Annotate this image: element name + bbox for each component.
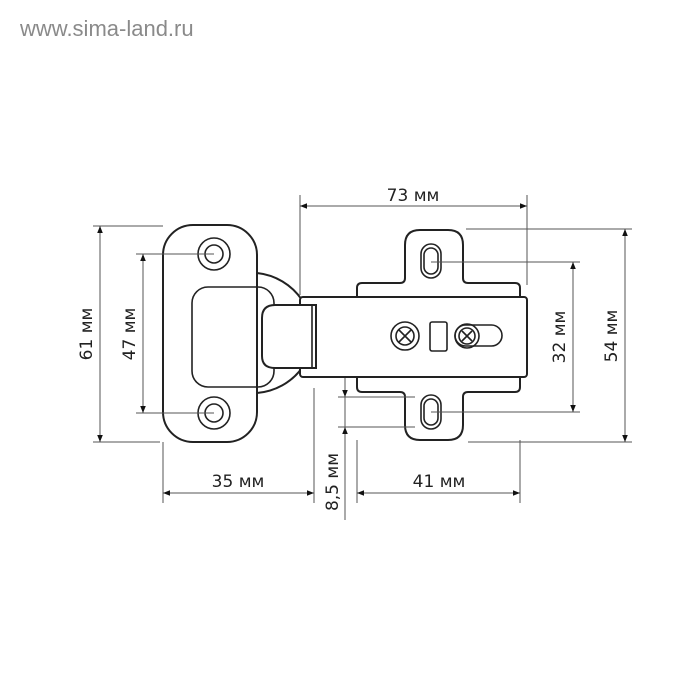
screw-icon [390,321,420,351]
arm-neck [261,304,317,369]
dim-61: 61 мм [77,308,97,361]
dim-35: 35 мм [212,472,265,492]
adjust-window [429,321,448,352]
dim-73: 73 мм [387,186,440,206]
hinge-arm [261,296,528,378]
dim-54: 54 мм [602,310,622,363]
dim-41: 41 мм [413,472,466,492]
screw-icon [454,323,480,349]
slot-top [420,243,442,279]
dim-47: 47 мм [120,308,140,361]
plate-body [162,224,258,443]
dim-8-5: 8,5 мм [323,453,343,511]
watermark: www.sima-land.ru [20,16,194,41]
dim-32: 32 мм [550,311,570,364]
dimension-lines [93,195,632,520]
